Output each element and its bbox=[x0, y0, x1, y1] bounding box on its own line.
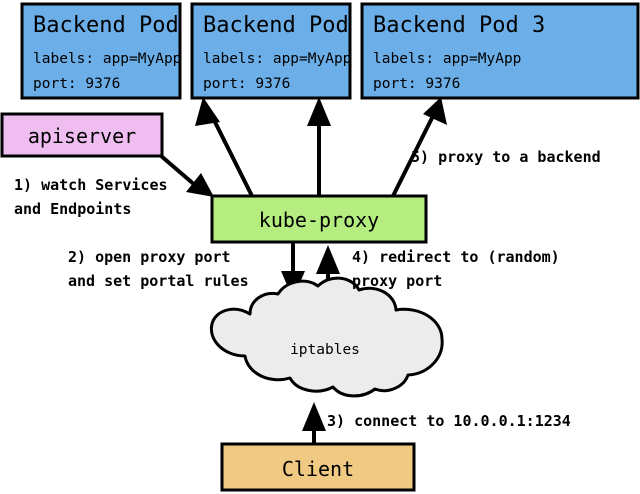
step-5-line-1: 5) proxy to a backend bbox=[411, 148, 601, 166]
pod-1-labels: labels: app=MyApp bbox=[33, 51, 181, 67]
pod-3-labels: labels: app=MyApp bbox=[373, 51, 521, 67]
iptables-cloud: iptables bbox=[209, 276, 444, 398]
step-1-line-1: 1) watch Services bbox=[14, 176, 168, 194]
step-2-line-1: 2) open proxy port bbox=[68, 248, 231, 266]
pod-1-title: Backend Pod 1 bbox=[33, 13, 205, 38]
client-node: Client bbox=[220, 442, 416, 492]
pod-2-labels: labels: app=MyApp bbox=[203, 51, 351, 67]
apiserver-label: apiserver bbox=[28, 124, 136, 148]
pod-3-title: Backend Pod 3 bbox=[373, 13, 545, 38]
step-2-line-2: and set portal rules bbox=[68, 272, 249, 290]
kube-proxy-node: kube-proxy bbox=[210, 194, 428, 244]
step-4-annotation: 4) redirect to (random) proxy port bbox=[352, 248, 560, 290]
arrow-client-to-iptables bbox=[302, 402, 326, 444]
arrow-kubeproxy-to-pod1 bbox=[195, 97, 254, 197]
arrow-kubeproxy-to-pod2 bbox=[307, 97, 331, 196]
step-2-annotation: 2) open proxy port and set portal rules bbox=[68, 248, 249, 290]
apiserver-node: apiserver bbox=[0, 112, 164, 158]
pod-2-port: port: 9376 bbox=[203, 76, 290, 92]
step-3-line-1: 3) connect to 10.0.0.1:1234 bbox=[327, 412, 571, 430]
step-5-annotation: 5) proxy to a backend bbox=[411, 148, 601, 166]
pod-1-port: port: 9376 bbox=[33, 76, 120, 92]
step-1-annotation: 1) watch Services and Endpoints bbox=[14, 176, 168, 218]
kube-proxy-label: kube-proxy bbox=[259, 208, 379, 232]
arrow-apiserver-to-kubeproxy bbox=[158, 153, 214, 197]
iptables-label: iptables bbox=[290, 342, 360, 358]
pod-3-port: port: 9376 bbox=[373, 76, 460, 92]
backend-pod-1: Backend Pod 1 labels: app=MyApp port: 93… bbox=[20, 2, 205, 100]
backend-pod-2: Backend Pod 2 labels: app=MyApp port: 93… bbox=[190, 2, 375, 100]
pod-2-title: Backend Pod 2 bbox=[203, 13, 375, 38]
step-1-line-2: and Endpoints bbox=[14, 200, 131, 218]
step-3-annotation: 3) connect to 10.0.0.1:1234 bbox=[327, 412, 571, 430]
backend-pod-3: Backend Pod 3 labels: app=MyApp port: 93… bbox=[360, 2, 640, 100]
step-4-line-1: 4) redirect to (random) bbox=[352, 248, 560, 266]
arrow-kubeproxy-to-pod3 bbox=[391, 97, 447, 197]
client-label: Client bbox=[282, 457, 354, 481]
step-4-line-2: proxy port bbox=[352, 272, 442, 290]
